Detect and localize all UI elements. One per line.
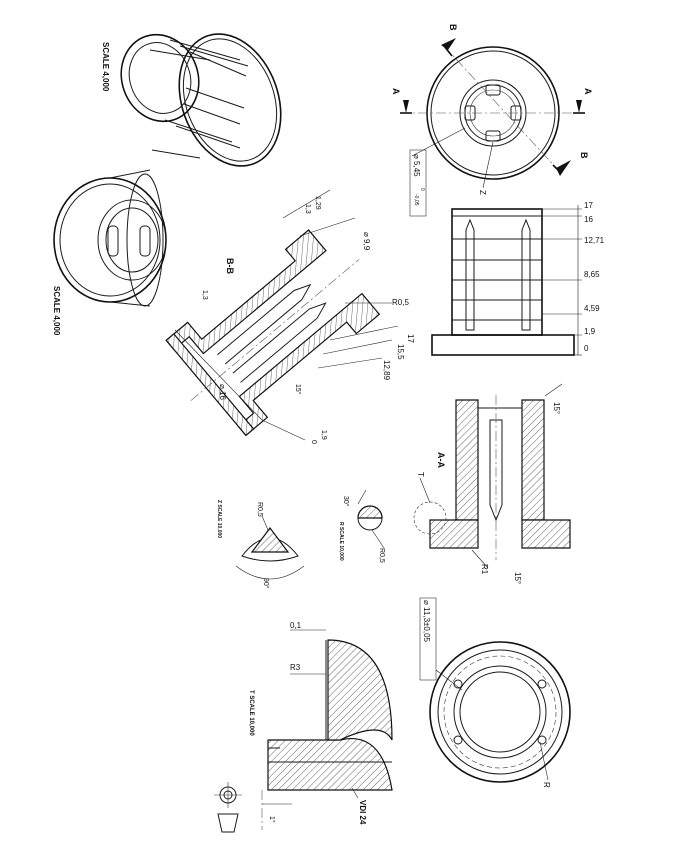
aa-angle-bottom: 15°	[513, 572, 522, 584]
section-bb-view: B-B 1,29 1,3 ⌀ 9,9 1,3 R0,5 17 15,5 12,8…	[165, 189, 415, 444]
aa-angle-top: 15°	[552, 402, 561, 414]
dim-8-65: 8,65	[584, 270, 600, 279]
detail-z-marker: Z	[478, 190, 487, 195]
diameter-label-top: ⌀ 5,45	[412, 154, 421, 177]
r-scale-label: R SCALE 10,000	[338, 522, 344, 561]
top-circular-view: A A B B ⌀ 5,45 0 -0,05 Z	[391, 24, 593, 217]
bottom-detail-r: R	[542, 782, 551, 788]
section-a-right-label: A	[583, 88, 593, 95]
bb-dim-17: 17	[406, 334, 415, 343]
bb-angle-15: 15°	[294, 384, 302, 395]
bottom-circular-view: ⌀ 11,3±0,05 R	[419, 597, 571, 788]
dim-1-9: 1,9	[584, 327, 596, 336]
bb-dim-12-89: 12,89	[382, 360, 391, 381]
section-aa-view: A-A 15° T R1 15°	[413, 383, 571, 584]
detail-t-view: 0,1 R3 T SCALE 10,000 VDI 24 1°	[248, 621, 393, 830]
bb-dim-1-29: 1,29	[314, 196, 321, 210]
bb-dim-15-5: 15,5	[396, 344, 405, 360]
dim-0: 0	[584, 344, 589, 353]
detail-r-view: 30° R0,5 R SCALE 10,000	[338, 489, 385, 563]
side-view-right: 17 16 12,71 8,65 4,59 1,9 0	[431, 201, 605, 356]
bb-dim-16: ⌀ 16	[218, 384, 227, 400]
dim-16: 16	[584, 215, 593, 224]
isometric-view-bottom: SCALE 4,000	[52, 169, 167, 336]
dim-4-59: 4,59	[584, 304, 600, 313]
bottom-diameter: ⌀ 11,3±0,05	[422, 600, 431, 643]
t-scale-label: T SCALE 10,000	[248, 690, 254, 736]
t-dim-0-1: 0,1	[290, 621, 302, 630]
bb-dim-1-3b: 1,3	[201, 290, 208, 300]
detail-z-view: R0,5 90° Z SCALE 10,000	[216, 500, 305, 589]
r-radius: R0,5	[378, 548, 385, 563]
section-aa-title: A-A	[436, 452, 446, 468]
bb-dim-1-3a: 1,3	[304, 204, 311, 214]
projection-symbol-icon	[214, 782, 242, 833]
isometric-view-top: SCALE 4,000	[101, 33, 282, 167]
z-angle: 90°	[262, 578, 270, 589]
iso-top-scale: SCALE 4,000	[101, 42, 110, 92]
z-radius: R0,5	[256, 502, 263, 517]
t-surface: VDI 24	[358, 800, 367, 825]
diameter-tol-lower: -0,05	[413, 194, 419, 206]
r-angle: 30°	[342, 496, 350, 507]
bb-radius: R0,5	[392, 298, 409, 307]
section-bb-title: B-B	[225, 258, 235, 274]
dim-12-71: 12,71	[584, 236, 605, 245]
section-a-left-label: A	[391, 88, 401, 95]
bb-dim-1-9: 1,9	[320, 430, 327, 440]
section-b-top-label: B	[448, 24, 458, 31]
bb-dim-0: 0	[310, 440, 317, 444]
t-radius: R3	[290, 663, 301, 672]
bb-dim-9-9: ⌀ 9,9	[362, 232, 371, 251]
aa-r1: R1	[480, 564, 489, 575]
section-b-bottom-label: B	[579, 152, 589, 159]
dim-17: 17	[584, 201, 593, 210]
z-scale-label: Z SCALE 10,000	[216, 500, 222, 538]
aa-detail-t: T	[416, 472, 425, 477]
t-angle: 1°	[268, 816, 276, 823]
iso-bottom-scale: SCALE 4,000	[52, 286, 61, 336]
diameter-tol-upper: 0	[419, 188, 425, 191]
